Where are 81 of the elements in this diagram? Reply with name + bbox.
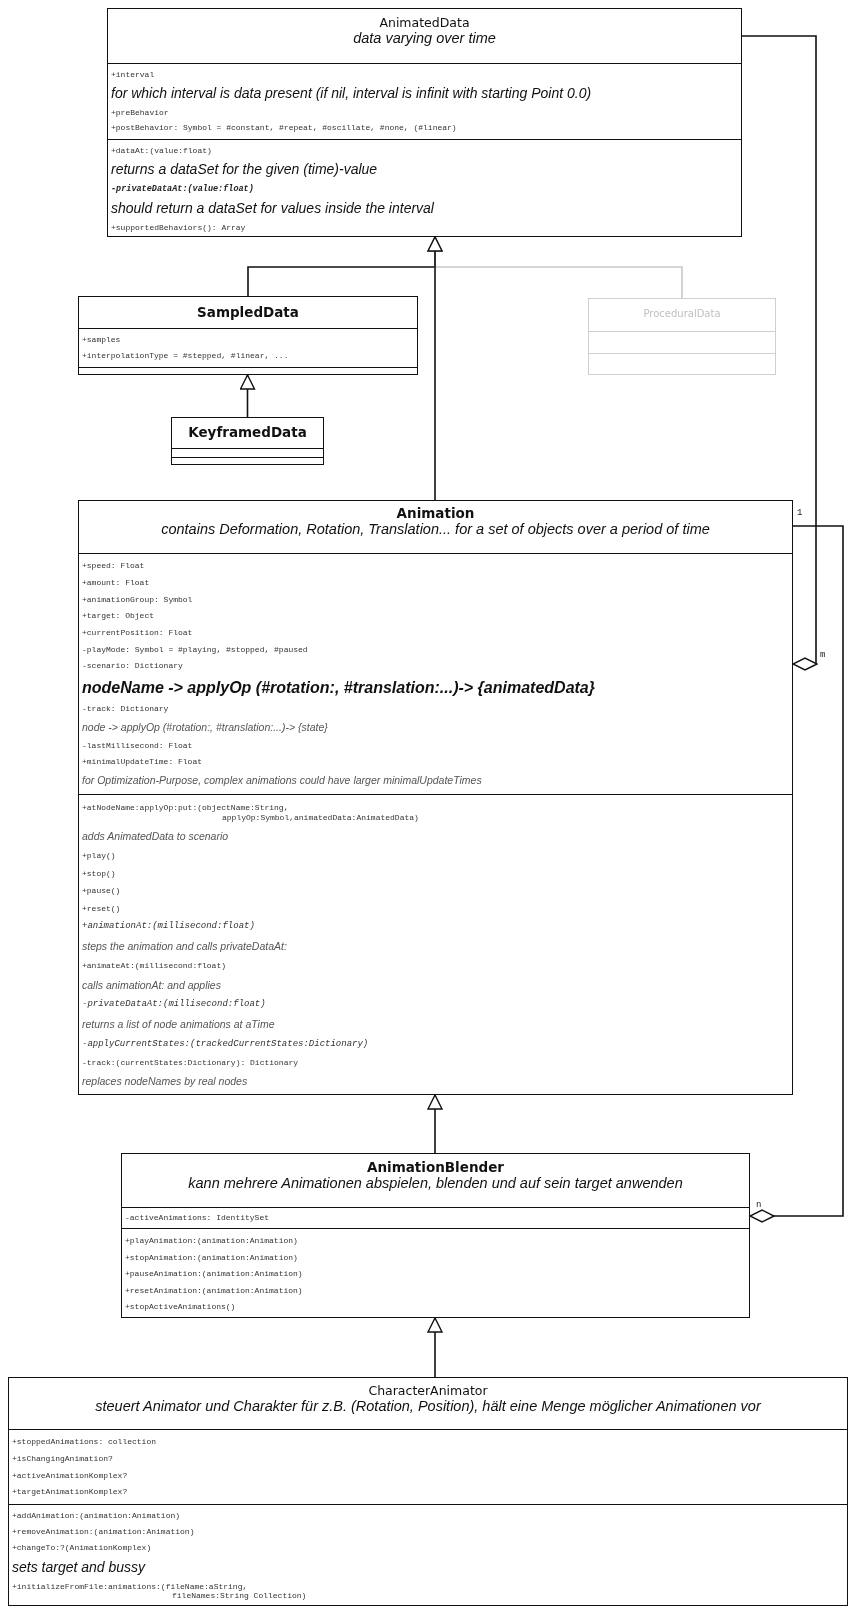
attribute-text: -lastMillisecond: Float: [82, 740, 193, 751]
class-name: ProceduralData: [642, 308, 722, 319]
method-text: +stopActiveAnimations(): [125, 1302, 236, 1312]
method-text: +animationAt:(millisecond:float): [82, 921, 255, 933]
comment-text: node -> applyOp (#rotation:, #translation:...)-> {state}: [82, 721, 328, 734]
attribute-text: +target: Object: [82, 611, 154, 621]
class-name: AnimatedData: [378, 15, 471, 30]
attribute-text: +preBehavior: [111, 108, 169, 118]
method-text: +removeAnimation:(animation:Animation): [12, 1527, 195, 1537]
method-text: +supportedBehaviors(): Array: [111, 222, 246, 233]
attribute-text: -playMode: Symbol = #playing, #stopped, #paused: [82, 644, 308, 655]
method-text: +initializeFromFile:animations:(fileName:aString, fileNames:String Collection): [12, 1581, 308, 1601]
attribute-text: -scenario: Dictionary: [82, 661, 183, 671]
method-text: -applyCurrentStates:(trackedCurrentStates:Dictionary): [82, 1038, 369, 1050]
class-description: contains Deformation, Rotation, Translation... for a set of objects over a period of time: [160, 521, 711, 537]
method-text: -track:(currentStates:Dictionary): Dictionary: [82, 1057, 299, 1068]
class-box: [78, 296, 418, 375]
method-text: -privateDataAt:(value:float): [111, 183, 254, 195]
method-text: +changeTo:?(AnimationKomplex): [12, 1542, 152, 1553]
method-text: +animateAt:(millisecond:float): [82, 960, 227, 971]
attribute-text: +minimalUpdateTime: Float: [82, 757, 203, 768]
class-box: [588, 298, 776, 375]
method-text: +atNodeName:applyOp:put:(objectName:String, applyOp:Symbol,animatedData:AnimatedData): [82, 803, 420, 823]
inheritance-arrow: [427, 1317, 443, 1378]
class-box: [121, 1153, 750, 1318]
class-box: [78, 500, 793, 1095]
multiplicity-label: m: [820, 650, 826, 660]
comment-text: returns a dataSet for the given (time)-value: [111, 161, 378, 179]
comment-text: steps the animation and calls privateDataAt:: [82, 940, 287, 953]
attribute-text: -track: Dictionary: [82, 704, 169, 714]
inheritance-arrow: [427, 236, 443, 501]
comment-text: replaces nodeNames by real nodes: [82, 1075, 248, 1088]
class-description: kann mehrere Animationen abspielen, blenden und auf sein target anwenden: [187, 1175, 684, 1191]
comment-text: sets target and bussy: [12, 1558, 146, 1576]
multiplicity-label: n: [756, 1200, 762, 1210]
attribute-text: +activeAnimationKomplex?: [12, 1470, 128, 1481]
method-text: +pause(): [82, 886, 121, 896]
class-name: KeyframedData: [187, 424, 308, 440]
attribute-text: +isChangingAnimation?: [12, 1453, 113, 1464]
inheritance-arrow: [239, 374, 256, 418]
attribute-text: +targetAnimationKomplex?: [12, 1487, 128, 1497]
attribute-text: +stoppedAnimations: collection: [12, 1437, 157, 1447]
class-description: steuert Animator und Charakter für z.B. (Rotation, Position), hält eine Menge möglicher Animationen vor: [94, 1398, 763, 1414]
attribute-text: +samples: [82, 335, 121, 345]
comment-text: should return a dataSet for values inside the interval: [111, 199, 434, 217]
method-text: +resetAnimation:(animation:Animation): [125, 1285, 303, 1296]
method-text: +stopAnimation:(animation:Animation): [125, 1252, 298, 1263]
inheritance-arrow: [427, 1094, 443, 1154]
attribute-text: -activeAnimations: IdentitySet: [125, 1213, 270, 1223]
comment-text: adds AnimatedData to scenario: [82, 830, 229, 843]
class-box: [107, 8, 742, 237]
comment-text: for Optimization-Purpose, complex animations could have larger minimalUpdateTimes: [82, 774, 482, 787]
method-text: +reset(): [82, 903, 121, 914]
aggregation-line: [749, 525, 844, 1223]
attribute-text: +currentPosition: Float: [82, 627, 193, 638]
method-text: -privateDataAt:(millisecond:float): [82, 999, 266, 1011]
class-name: Animation: [395, 505, 476, 521]
class-name: SampledData: [196, 304, 300, 320]
attribute-text: +interpolationType = #stepped, #linear, ...: [82, 351, 289, 361]
method-text: +addAnimation:(animation:Animation): [12, 1511, 181, 1521]
class-box: [8, 1377, 848, 1606]
attribute-text: +postBehavior: Symbol = #constant, #repeat, #oscillate, #none, (#linear): [111, 123, 457, 134]
class-name: AnimationBlender: [366, 1159, 505, 1175]
method-text: +pauseAnimation:(animation:Animation): [125, 1269, 303, 1279]
comment-text: nodeName -> applyOp (#rotation:, #translation:...)-> {animatedData}: [82, 678, 595, 698]
class-description: data varying over time: [352, 30, 497, 46]
method-text: +dataAt:(value:float): [111, 145, 212, 156]
multiplicity-label: 1: [797, 508, 803, 518]
attribute-text: +amount: Float: [82, 577, 150, 588]
aggregation-line: [741, 35, 818, 671]
class-box: [171, 417, 324, 465]
attribute-text: +animationGroup: Symbol: [82, 594, 193, 605]
method-text: +stop(): [82, 868, 116, 879]
comment-text: returns a list of node animations at aTime: [82, 1018, 275, 1031]
comment-text: for which interval is data present (if nil, interval is infinit with starting Point 0.0): [111, 85, 592, 103]
method-text: +play(): [82, 850, 116, 861]
class-name: CharacterAnimator: [367, 1383, 489, 1398]
method-text: +playAnimation:(animation:Animation): [125, 1236, 298, 1246]
attribute-text: +speed: Float: [82, 561, 145, 571]
attribute-text: +interval: [111, 69, 155, 80]
comment-text: calls animationAt: and applies: [82, 978, 221, 992]
